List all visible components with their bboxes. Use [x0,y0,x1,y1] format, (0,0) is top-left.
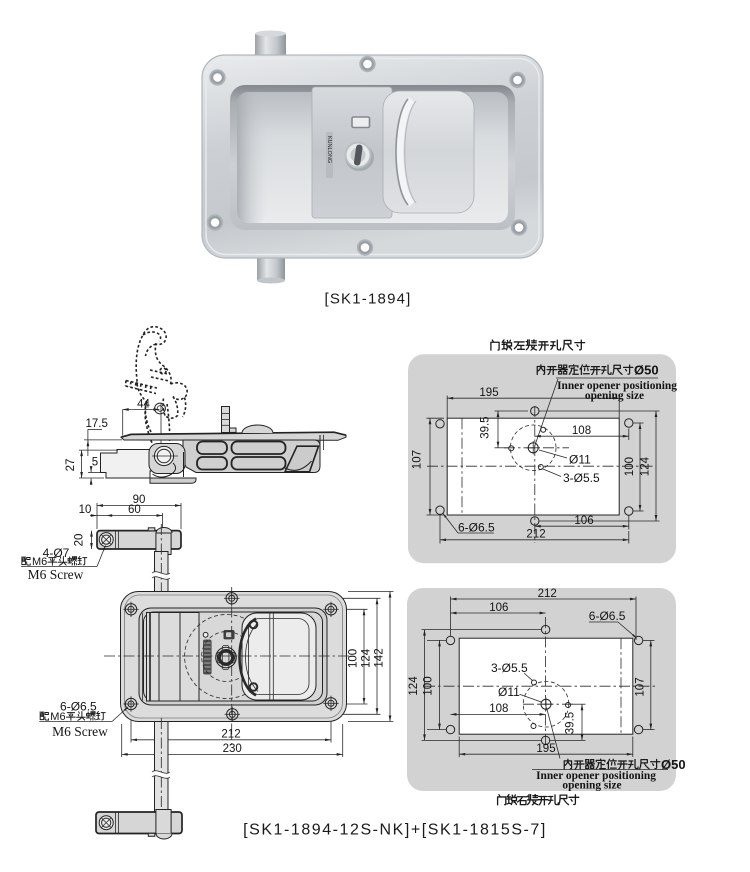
svg-text:Ø50: Ø50 [661,757,686,772]
svg-text:[SK1-1894-12S-NK]+[SK1-1815S-7: [SK1-1894-12S-NK]+[SK1-1815S-7] [243,822,547,839]
svg-text:39.5: 39.5 [480,416,492,438]
svg-text:212: 212 [538,588,557,600]
svg-text:106: 106 [489,602,508,614]
svg-text:10: 10 [79,504,92,516]
svg-text:100: 100 [423,676,435,695]
svg-text:6-Ø6.5: 6-Ø6.5 [60,700,97,714]
svg-text:44: 44 [137,399,150,411]
svg-text:108: 108 [489,703,508,715]
svg-text:142: 142 [374,648,386,667]
svg-text:100: 100 [624,457,636,476]
svg-text:108: 108 [572,425,591,437]
svg-text:3-Ø5.5: 3-Ø5.5 [563,471,600,485]
svg-text:212: 212 [526,528,545,540]
svg-text:Ø11: Ø11 [498,685,520,699]
svg-text:90: 90 [133,494,146,506]
svg-text:39.5: 39.5 [565,712,577,734]
svg-text:opening size: opening size [585,390,644,402]
svg-text:M6: M6 [50,711,65,723]
svg-text:106: 106 [574,515,593,527]
svg-text:6-Ø6.5: 6-Ø6.5 [589,609,626,623]
svg-text:124: 124 [361,648,373,668]
svg-text:M6 Screw: M6 Screw [28,567,84,582]
svg-text:195: 195 [536,743,555,755]
svg-text:100: 100 [348,649,360,668]
svg-text:opening size: opening size [562,780,621,792]
svg-text:107: 107 [634,677,646,696]
svg-text:60: 60 [128,504,141,516]
svg-text:KUNLONG: KUNLONG [326,136,332,163]
svg-text:230: 230 [223,743,242,755]
svg-text:195: 195 [479,387,498,399]
svg-text:Inner opener positioning: Inner opener positioning [557,380,677,392]
svg-text:[SK1-1894]: [SK1-1894] [324,291,411,308]
svg-text:212: 212 [221,728,240,740]
svg-text:124: 124 [639,456,651,476]
svg-text:M6: M6 [32,556,47,568]
svg-text:Ø11: Ø11 [569,453,591,467]
svg-text:M6 Screw: M6 Screw [52,724,108,739]
svg-text:Ø50: Ø50 [634,363,659,378]
svg-text:17.5: 17.5 [86,418,108,430]
svg-text:20: 20 [74,534,86,547]
svg-text:Inner opener positioning: Inner opener positioning [536,770,656,782]
svg-text:5: 5 [92,457,98,469]
svg-text:3-Ø5.5: 3-Ø5.5 [491,661,528,675]
svg-text:124: 124 [408,676,420,696]
svg-text:27: 27 [65,459,77,472]
svg-text:6-Ø6.5: 6-Ø6.5 [458,521,495,535]
svg-text:107: 107 [411,450,423,469]
